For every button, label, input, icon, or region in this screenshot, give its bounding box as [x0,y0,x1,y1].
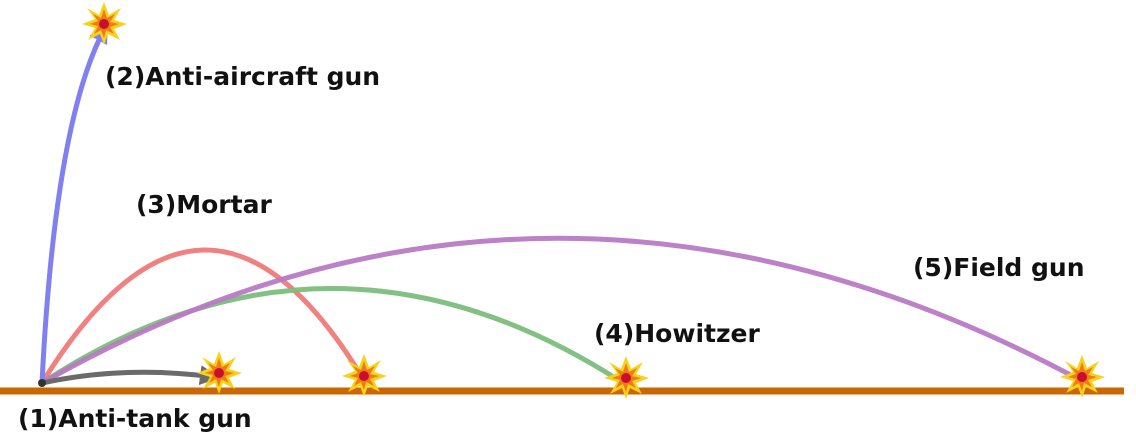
anti-aircraft-label: (2)Anti-aircraft gun [105,62,381,91]
launch-point-icon [38,379,46,387]
field-gun-trajectory [39,235,1083,386]
explosion-icon [82,2,127,45]
howitzer-label: (4)Howitzer [594,319,760,348]
mortar-trajectory [39,247,365,386]
anti-tank-trajectory [39,365,220,386]
howitzer-trajectory [39,286,623,386]
mortar-label: (3)Mortar [136,190,272,219]
anti-tank-label: (1)Anti-tank gun [18,404,252,433]
anti-aircraft-trajectory [39,22,108,386]
field-gun-label: (5)Field gun [913,253,1085,282]
